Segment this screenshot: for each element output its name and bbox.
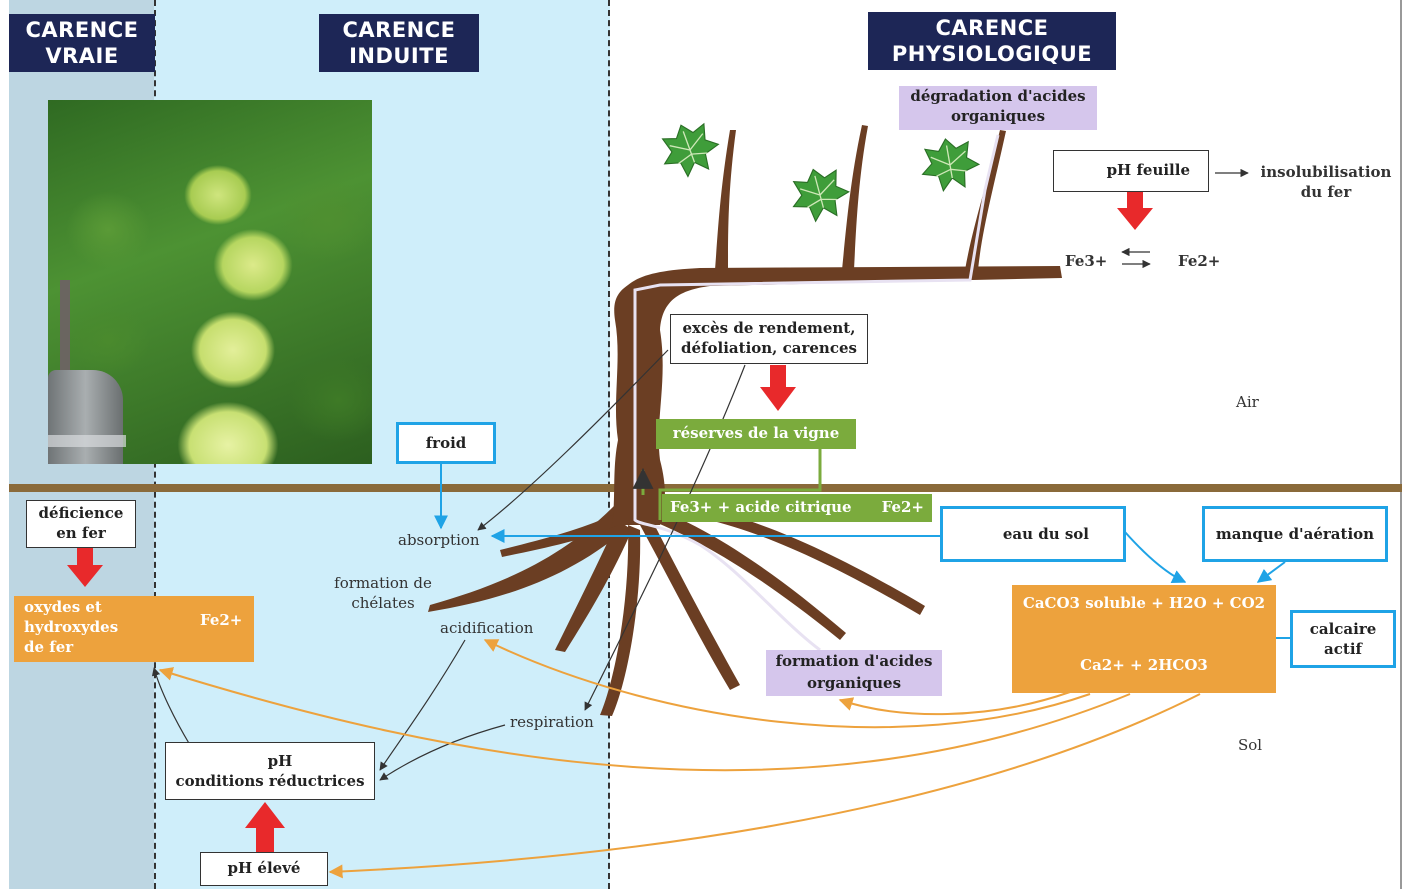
box-exces-rendement: excès de rendement,défoliation, carences [670,314,868,364]
label-respiration: respiration [510,713,594,731]
vine-roots [428,503,925,716]
label-acidification: acidification [440,619,534,637]
red-arrow-ph-feuille [1117,190,1153,230]
vine-trunk [612,125,1062,525]
sap-flow-line [633,134,1000,652]
red-arrow-exces [760,365,796,411]
label-absorption: absorption [398,531,480,549]
label-sol: Sol [1238,736,1263,754]
box-reserves-vigne: réserves de la vigne [656,419,856,449]
vineyard-photo [48,100,372,464]
label-air: Air [1236,393,1259,411]
red-arrow-deficience [67,547,103,587]
box-ph-eleve: pH élevé [200,852,328,886]
red-arrows [67,190,1153,852]
vine-leaf-icon [653,114,726,184]
red-arrow-ph-eleve [245,802,285,852]
label-fe3-leaf: Fe3+ [1065,252,1108,270]
box-froid: froid [396,422,496,464]
box-caco3-equilibrium: CaCO3 soluble + H2O + CO2 Ca2+ + 2HCO3 [1012,585,1276,693]
box-fe-acide-citrique: Fe3+ + acide citrique Fe2+ [662,494,932,522]
vine-leaf-icon [784,161,855,227]
box-ph-feuille: pH feuille [1053,150,1209,192]
ground-line [9,484,1402,492]
label-fe2-leaf: Fe2+ [1178,252,1221,270]
box-eau-du-sol: eau du sol [940,506,1126,562]
vine-leaf-icon [916,133,984,195]
box-manque-aeration: manque d'aération [1202,506,1388,562]
